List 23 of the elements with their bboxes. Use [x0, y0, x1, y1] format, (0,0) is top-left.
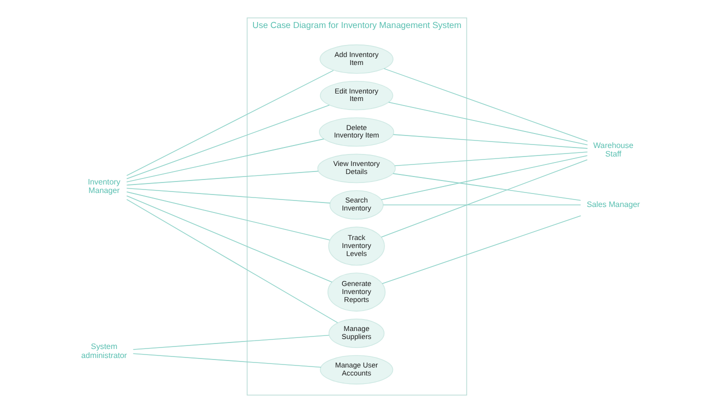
- node-text: Sales Manager: [586, 200, 640, 209]
- node-text: Warehouse Staff: [592, 140, 633, 159]
- connector: [382, 204, 581, 206]
- node-text: System administrator: [80, 342, 126, 360]
- connector: [381, 215, 581, 284]
- connector: [392, 134, 588, 149]
- connector: [388, 102, 588, 146]
- connector: [132, 334, 329, 350]
- connector: [383, 68, 588, 142]
- connector: [126, 170, 318, 186]
- node-text: Inventory Manager: [87, 177, 120, 196]
- connector: [126, 191, 330, 240]
- connector: [132, 353, 321, 368]
- connector: [126, 138, 324, 182]
- connector: [380, 155, 588, 200]
- connector: [126, 199, 338, 324]
- connector: [126, 195, 332, 283]
- connector: [392, 173, 581, 201]
- connector: [126, 70, 334, 176]
- connector: [380, 159, 588, 238]
- connector: [394, 152, 588, 166]
- connector: [126, 104, 330, 180]
- connector: [126, 188, 330, 204]
